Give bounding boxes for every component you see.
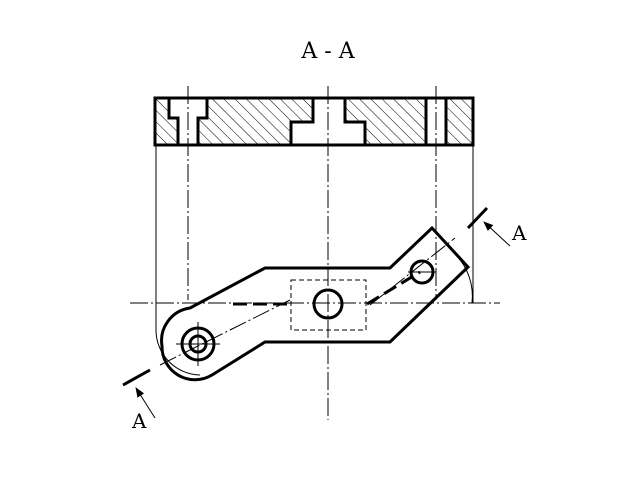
stepped-bore-center: [289, 98, 367, 145]
section-title: A - A: [300, 39, 355, 64]
cutting-plane-top: A: [466, 206, 527, 247]
center-hole: [312, 288, 344, 320]
through-hole-right: [424, 98, 448, 145]
section-view: [153, 86, 475, 420]
hidden-pocket: [290, 279, 367, 331]
cut-label-top: A: [511, 221, 527, 245]
lever-outline: [160, 225, 471, 382]
revolve-arc-left: [155, 329, 201, 376]
cut-label-bottom: A: [131, 409, 147, 433]
counterbore-left: [167, 98, 209, 145]
plan-view: [130, 225, 500, 382]
centerline-arm: [159, 299, 291, 366]
cutting-plane-bottom: A: [122, 368, 156, 433]
